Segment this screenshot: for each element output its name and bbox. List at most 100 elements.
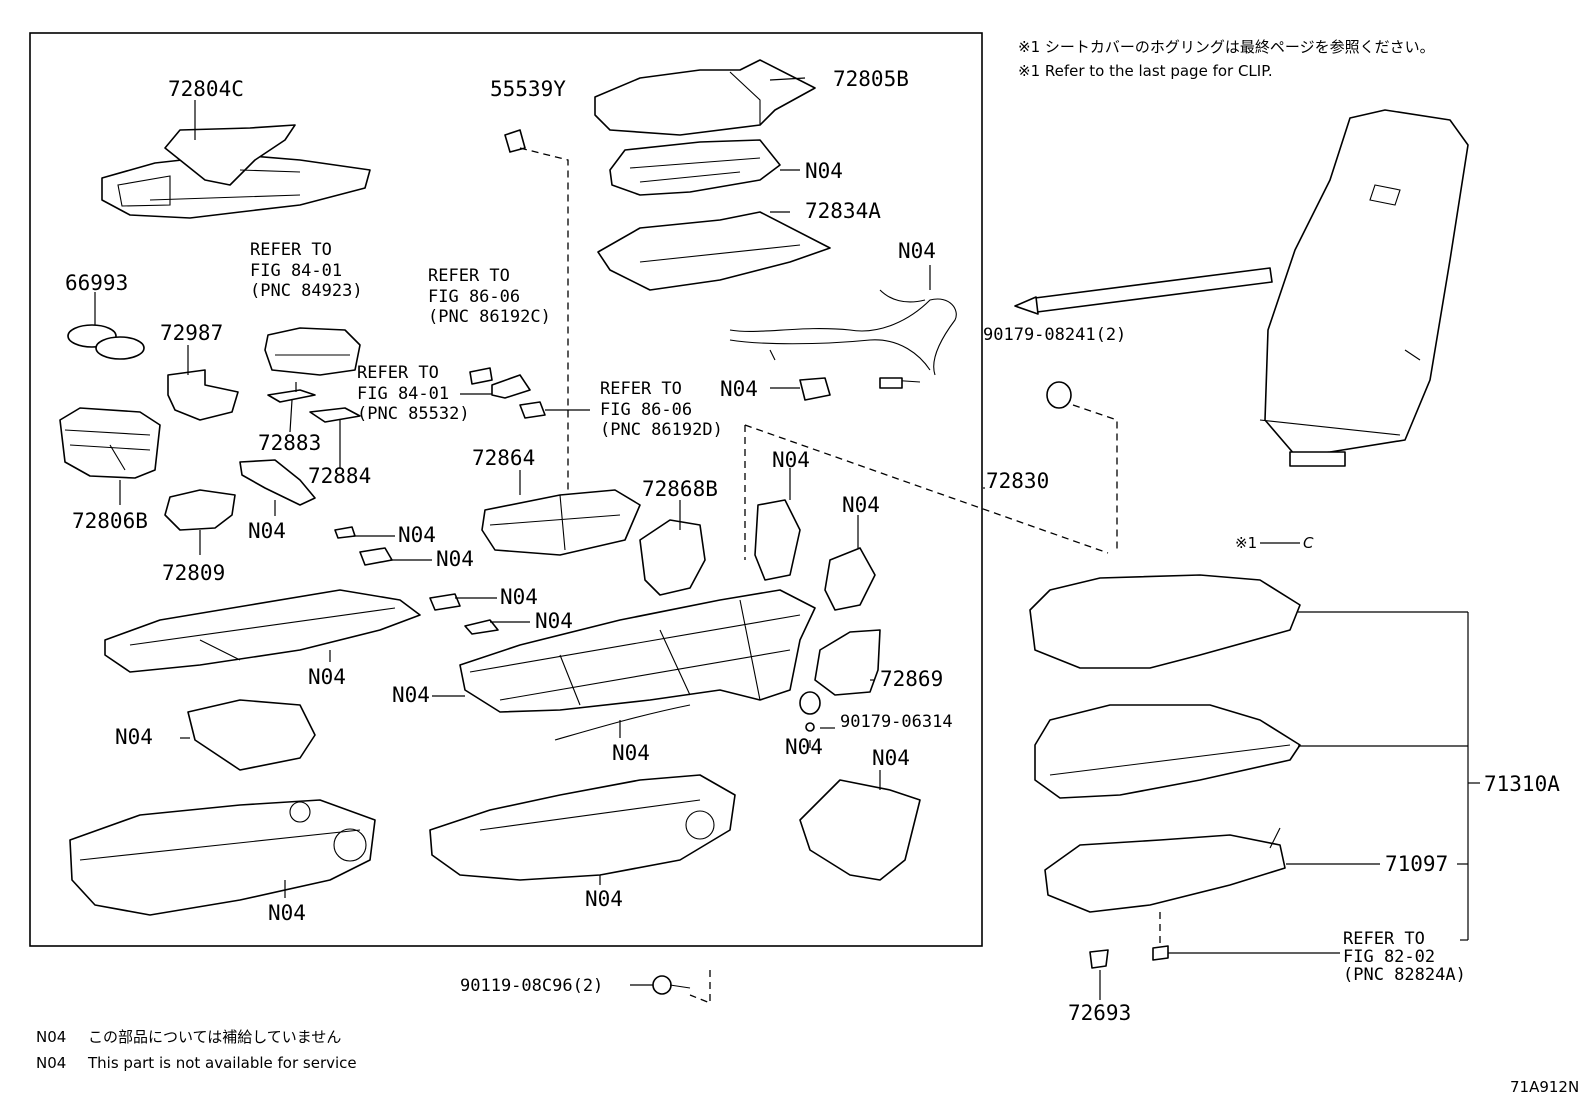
- part-72693-drawing: [1089, 949, 1109, 969]
- part-82824A-drawing: [1152, 945, 1169, 961]
- label-72864: 72864: [472, 446, 535, 470]
- label-n04-grommet: N04: [785, 735, 823, 759]
- label-72884: 72884: [308, 464, 371, 488]
- label-n04-tab-a: N04: [398, 523, 436, 547]
- label-n04-bracket: N04: [248, 519, 286, 543]
- label-n04-upper-tray: N04: [308, 665, 346, 689]
- dashed-lines: [519, 147, 1161, 1004]
- ref-86192C: REFER TO FIG 86-06 (PNC 86192C): [428, 266, 551, 327]
- svg-text:REFER TO: REFER TO: [357, 363, 439, 383]
- part-72804C-drawing: [101, 124, 371, 219]
- part-72883-drawing: [267, 389, 316, 403]
- svg-text:FIG 82-02: FIG 82-02: [1343, 947, 1435, 967]
- part-cushion-pad-drawing: [1034, 704, 1301, 799]
- part-72834A-drawing: [597, 211, 831, 291]
- svg-text:REFER TO: REFER TO: [600, 379, 682, 399]
- part-72868B-drawing: [639, 519, 706, 596]
- svg-text:FIG 84-01: FIG 84-01: [357, 384, 449, 404]
- ref-86192D: REFER TO FIG 86-06 (PNC 86192D): [600, 379, 723, 440]
- part-grommet-drawing: [799, 691, 821, 732]
- figure-id: 71A912N: [1510, 1078, 1579, 1096]
- svg-text:FIG 86-06: FIG 86-06: [428, 287, 520, 307]
- svg-text:REFER TO: REFER TO: [428, 266, 510, 286]
- label-n04-tab-b: N04: [436, 547, 474, 571]
- main-frame: [29, 32, 983, 947]
- note-en: ※1 Refer to the last page for CLIP.: [1018, 62, 1273, 80]
- legend-en: This part is not available for service: [87, 1054, 357, 1072]
- label-n04-panel-b: N04: [842, 493, 880, 517]
- labels: 72804C 55539Y 72805B N04 72834A N04 N04 …: [65, 67, 1560, 1025]
- part-tab-n04-a-drawing: [334, 526, 356, 539]
- label-72869: 72869: [880, 667, 943, 691]
- part-upper-tray-n04-drawing: [104, 589, 421, 673]
- svg-text:FIG 86-06: FIG 86-06: [600, 400, 692, 420]
- legend: N04 この部品については補給していません N04 This part is n…: [36, 1028, 357, 1072]
- part-module-84923-drawing: [264, 327, 361, 376]
- svg-text:FIG 84-01: FIG 84-01: [250, 261, 342, 281]
- svg-text:REFER TO: REFER TO: [250, 240, 332, 260]
- label-90119-08C96: 90119-08C96(2): [460, 976, 603, 996]
- part-55539Y-drawing: [504, 129, 526, 153]
- part-switch-86192C-drawing: [469, 367, 531, 399]
- clip-letter: C: [1303, 534, 1314, 552]
- legend-code-en: N04: [36, 1054, 66, 1072]
- label-72868B: 72868B: [642, 477, 718, 501]
- label-72830: 72830: [986, 469, 1049, 493]
- leader-lines: [94, 77, 1480, 1000]
- part-66993-drawing: [67, 324, 145, 360]
- label-72834A: 72834A: [805, 199, 881, 223]
- part-side-panel-n04-b-drawing: [824, 547, 876, 611]
- label-90179-06314: 90179-06314: [840, 712, 953, 732]
- part-72869-drawing: [814, 629, 881, 696]
- label-72805B: 72805B: [833, 67, 909, 91]
- part-lid-inner-drawing: [609, 139, 781, 196]
- label-90179-08241: 90179-08241(2): [983, 325, 1126, 345]
- part-mat-n04-drawing: [799, 779, 921, 881]
- part-switch-86192D-drawing: [519, 401, 546, 419]
- part-71097-drawing: [1044, 827, 1286, 913]
- note-jp: ※1 シートカバーのホグリングは最終ページを参照ください。: [1018, 38, 1435, 56]
- part-72884-drawing: [309, 407, 361, 423]
- part-72806B-drawing: [59, 407, 161, 479]
- label-72987: 72987: [160, 321, 223, 345]
- part-main-frame-n04-drawing: [459, 589, 816, 713]
- label-n04-lower-box: N04: [115, 725, 153, 749]
- part-bolt-drawing: [652, 975, 691, 995]
- label-72883: 72883: [258, 431, 321, 455]
- label-n04-console-right: N04: [585, 887, 623, 911]
- label-66993: 66993: [65, 271, 128, 295]
- svg-text:(PNC 82824A): (PNC 82824A): [1343, 965, 1466, 985]
- part-wire-n04-drawing: [554, 704, 691, 741]
- direction-arrow: [1014, 267, 1273, 315]
- part-lower-console-right-drawing: [429, 774, 736, 881]
- label-71097: 71097: [1385, 852, 1448, 876]
- part-tiny-n04-a-drawing: [429, 593, 461, 611]
- legend-jp: この部品については補給していません: [88, 1028, 341, 1046]
- part-harness-drawing: [729, 289, 957, 389]
- part-side-panel-n04-a-drawing: [754, 499, 801, 581]
- label-72804C: 72804C: [168, 77, 244, 101]
- part-72987-drawing: [167, 369, 239, 421]
- label-71310A: 71310A: [1484, 772, 1560, 796]
- part-72809-drawing: [164, 489, 236, 531]
- label-n04-tiny-a: N04: [500, 585, 538, 609]
- label-n04-wire: N04: [612, 741, 650, 765]
- part-72864-drawing: [481, 489, 641, 556]
- clip-mark: ※1: [1235, 534, 1257, 552]
- part-lower-box-n04-drawing: [187, 699, 316, 771]
- part-bracket-n04-drawing: [239, 459, 316, 506]
- label-72693: 72693: [1068, 1001, 1131, 1025]
- svg-text:(PNC 86192C): (PNC 86192C): [428, 307, 551, 327]
- label-n04-mat: N04: [872, 746, 910, 770]
- part-tab-n04-b-drawing: [359, 547, 393, 566]
- part-connector-n04-drawing: [799, 377, 831, 401]
- svg-text:(PNC 85532): (PNC 85532): [357, 404, 470, 424]
- label-72806B: 72806B: [72, 509, 148, 533]
- svg-text:(PNC 86192D): (PNC 86192D): [600, 420, 723, 440]
- label-n04-tiny-b: N04: [535, 609, 573, 633]
- label-n04-console-left: N04: [268, 901, 306, 925]
- label-n04-connector: N04: [720, 377, 758, 401]
- label-n04-panel-a: N04: [772, 448, 810, 472]
- svg-text:(PNC 84923): (PNC 84923): [250, 281, 363, 301]
